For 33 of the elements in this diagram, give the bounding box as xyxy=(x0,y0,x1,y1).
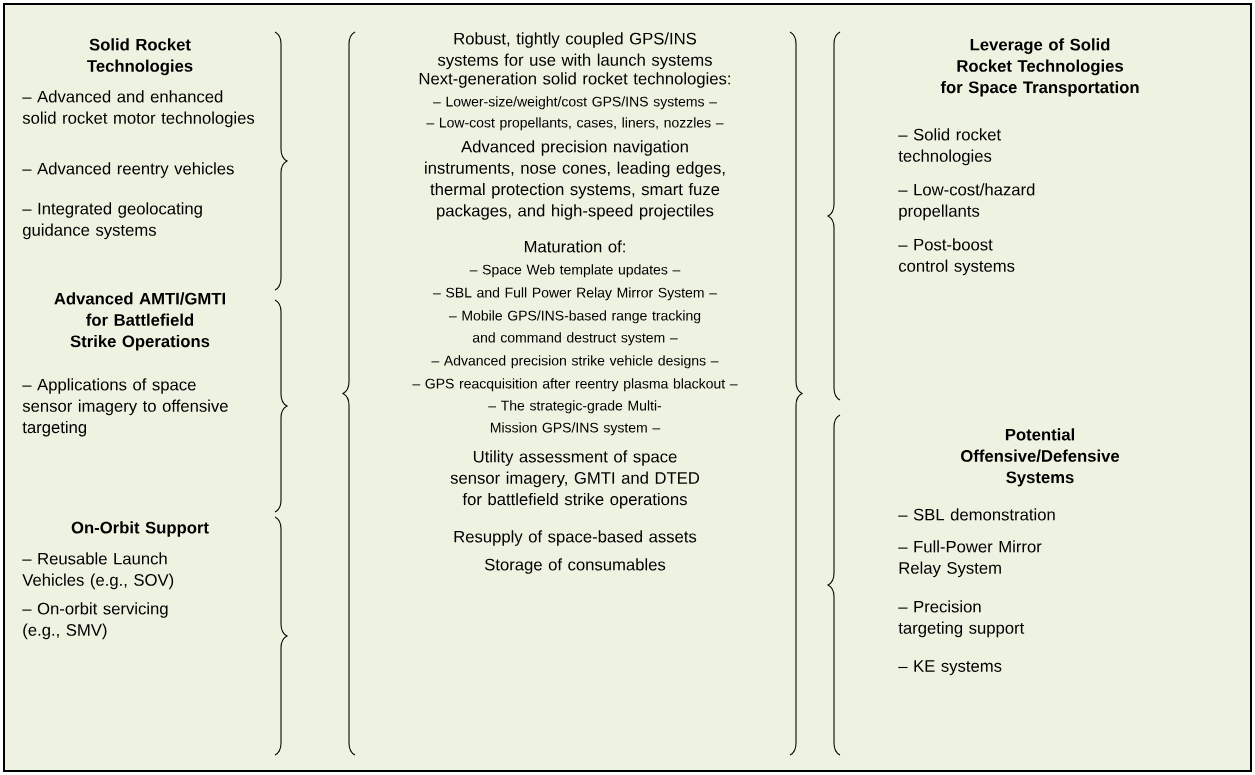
group-heading: Potential Offensive/Defensive Systems xyxy=(961,428,1120,487)
list-item: – Advanced and enhanced solid rocket motor technologies xyxy=(22,90,255,128)
list-item: – SBL demonstration xyxy=(898,508,1055,521)
center-text: Utility assessment of space sensor imagery, GMTI and DTED for battlefield strike operations xyxy=(450,450,700,509)
center-text: Next-generation solid rocket technologies: xyxy=(419,72,730,88)
sub-item: – Advanced precision strike vehicle designs – xyxy=(431,355,719,369)
list-item: – Low-cost/hazard propellants xyxy=(898,183,1035,221)
center-text: Robust, tightly coupled GPS/INS systems for use with launch systems xyxy=(437,32,712,70)
list-item: – Solid rocket technologies xyxy=(898,128,1001,166)
group-heading: Leverage of Solid Rocket Technologies for Space Transportation xyxy=(940,38,1139,97)
center-text: Maturation of: xyxy=(524,240,625,253)
sub-item: – The strategic-grade Multi-Mission GPS/INS system – xyxy=(488,400,662,436)
list-item: – On-orbit servicing (e.g., SMV) xyxy=(22,602,168,640)
sub-item: – Mobile GPS/INS-based range tracking and command destruct system – xyxy=(448,310,701,346)
list-item: – Applications of space sensor imagery to offensive targeting xyxy=(22,378,228,437)
list-item: – Precision targeting support xyxy=(898,600,1025,638)
list-item: – Integrated geolocating guidance systems xyxy=(22,202,202,240)
sub-item: – SBL and Full Power Relay Mirror System – xyxy=(433,287,717,301)
sub-item: – Space Web template updates – xyxy=(469,264,681,278)
list-item: – Advanced reentry vehicles xyxy=(22,162,234,178)
group-heading: Solid Rocket Technologies xyxy=(87,38,193,76)
list-item: – Full-Power Mirror Relay System xyxy=(898,540,1042,578)
center-text: Advanced precision navigation instruments, nose cones, leading edges, thermal protection systems, smart fuze packages, and high-speed projectiles xyxy=(425,140,725,220)
sub-item: – GPS reacquisition after reentry plasma blackout – xyxy=(412,378,738,392)
sub-item: – Lower-size/weight/cost GPS/INS systems – xyxy=(433,96,717,110)
center-text: Storage of consumables xyxy=(484,558,666,574)
list-item: – Reusable Launch Vehicles (e.g., SOV) xyxy=(22,552,174,590)
list-item: – Post-boost control systems xyxy=(898,238,1015,276)
center-text: Resupply of space-based assets xyxy=(454,530,697,546)
group-heading: Advanced AMTI/GMTI for Battlefield Strike Operations xyxy=(54,292,225,351)
sub-item: – Low-cost propellants, cases, liners, nozzles – xyxy=(426,117,724,131)
list-item: – KE systems xyxy=(898,660,1002,676)
group-heading: On-Orbit Support xyxy=(71,521,209,537)
